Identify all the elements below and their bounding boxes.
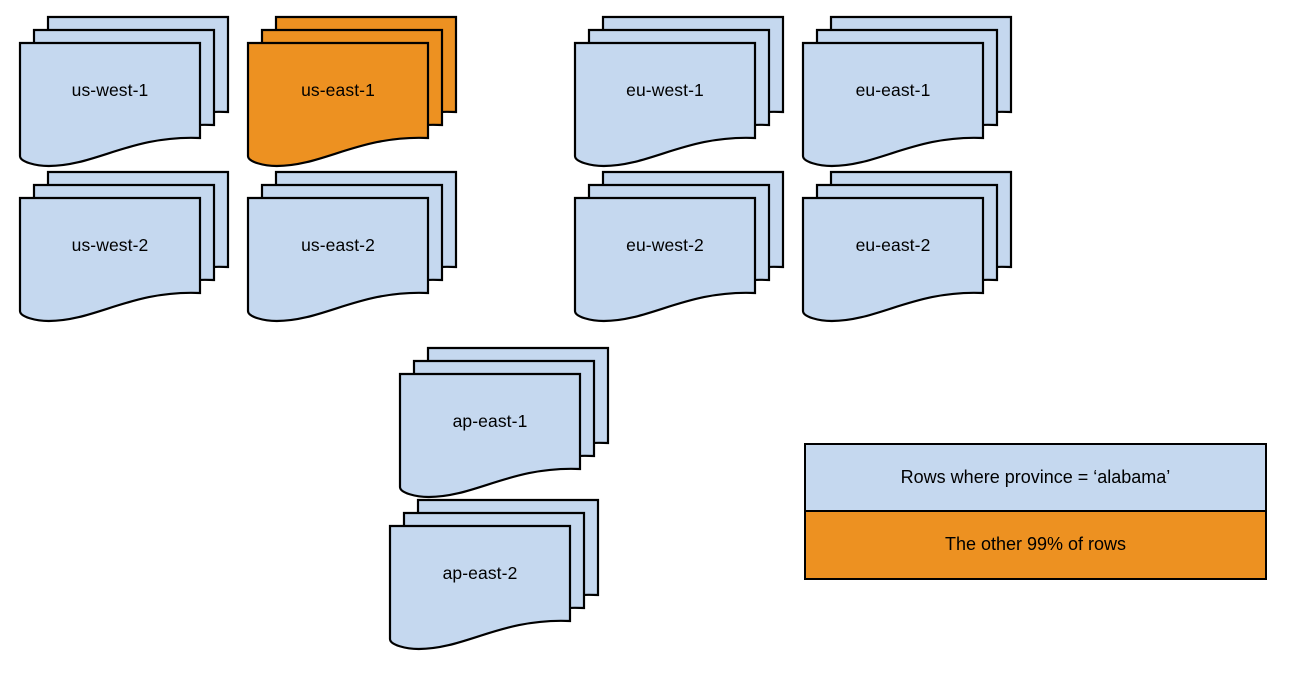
document-sheet: [801, 41, 985, 168]
region-stack-us-west-2[interactable]: us-west-2: [18, 170, 230, 323]
region-stack-ap-east-2[interactable]: ap-east-2: [388, 498, 600, 651]
region-stack-us-east-1[interactable]: us-east-1: [246, 15, 458, 168]
region-stack-ap-east-1[interactable]: ap-east-1: [398, 346, 610, 499]
legend: Rows where province = ‘alabama’ The othe…: [804, 443, 1267, 580]
document-sheet: [18, 196, 202, 323]
legend-row-other: The other 99% of rows: [806, 511, 1265, 578]
region-stack-eu-east-2[interactable]: eu-east-2: [801, 170, 1013, 323]
document-sheet: [573, 41, 757, 168]
document-sheet: [573, 196, 757, 323]
document-sheet: [246, 196, 430, 323]
region-stack-eu-west-2[interactable]: eu-west-2: [573, 170, 785, 323]
document-sheet: [388, 524, 572, 651]
document-sheet: [246, 41, 430, 168]
document-sheet: [398, 372, 582, 499]
region-stack-us-west-1[interactable]: us-west-1: [18, 15, 230, 168]
region-stack-eu-west-1[interactable]: eu-west-1: [573, 15, 785, 168]
legend-row-alabama: Rows where province = ‘alabama’: [806, 445, 1265, 512]
region-stack-us-east-2[interactable]: us-east-2: [246, 170, 458, 323]
region-stack-eu-east-1[interactable]: eu-east-1: [801, 15, 1013, 168]
document-sheet: [801, 196, 985, 323]
document-sheet: [18, 41, 202, 168]
